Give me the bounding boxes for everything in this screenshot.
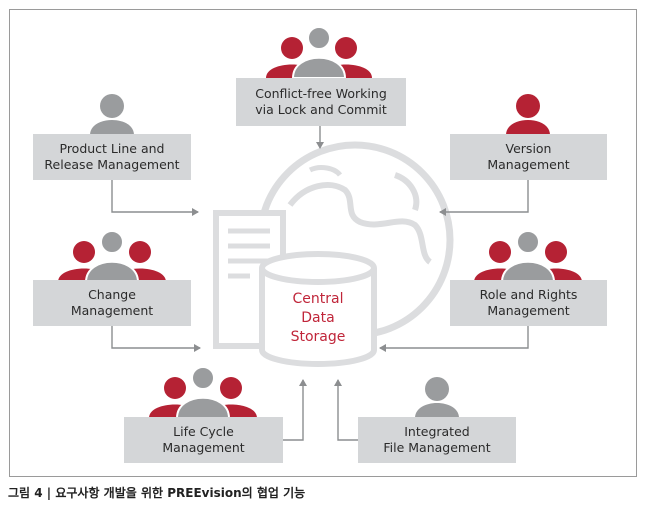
box-role-rights-management: Role and Rights Management — [450, 280, 607, 326]
box-label: Change Management — [70, 287, 154, 318]
arrow-product-line — [111, 180, 199, 216]
people-group-icon — [266, 26, 372, 79]
person-icon — [90, 94, 134, 135]
box-integrated-file-management: Integrated File Management — [358, 417, 516, 463]
box-change-management: Change Management — [33, 280, 191, 326]
database-icon — [259, 251, 377, 367]
people-group-icon — [474, 230, 582, 283]
arrow-role-rights — [379, 326, 529, 352]
box-conflict-free-working: Conflict-free Working via Lock and Commi… — [236, 78, 406, 126]
arrow-life-cycle — [283, 379, 307, 441]
central-data-storage-label: Central Data Storage — [290, 291, 346, 345]
person-icon — [506, 94, 550, 135]
box-version-management: Version Management — [450, 134, 607, 180]
box-label: Conflict-free Working via Lock and Commi… — [255, 86, 387, 117]
box-life-cycle-management: Life Cycle Management — [124, 417, 283, 463]
arrow-change — [111, 326, 201, 352]
people-group-icon — [149, 366, 257, 419]
person-icon — [415, 377, 459, 418]
arrow-version — [439, 180, 529, 216]
box-label: Product Line and Release Management — [44, 141, 180, 172]
box-product-line-release: Product Line and Release Management — [33, 134, 191, 180]
people-group-icon — [58, 230, 166, 283]
figure-caption: 그림 4 | 요구사항 개발을 위한 PREEvision의 협업 기능 — [8, 486, 306, 500]
box-label: Version Management — [487, 141, 570, 172]
box-label: Integrated File Management — [383, 424, 491, 455]
box-label: Role and Rights Management — [479, 287, 578, 318]
connector-arrows — [111, 126, 529, 441]
arrow-integrated-file — [334, 379, 358, 441]
box-label: Life Cycle Management — [162, 424, 245, 455]
